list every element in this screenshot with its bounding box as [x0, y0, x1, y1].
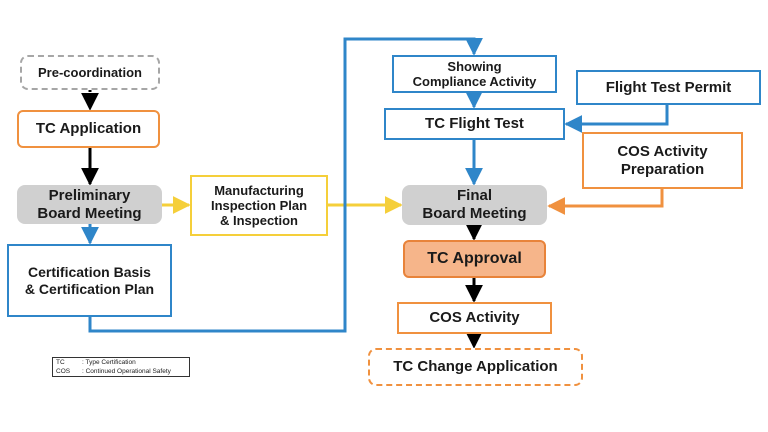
legend-abbr: TC	[56, 359, 65, 366]
arrow-permit-to-flighttest	[564, 105, 669, 133]
preliminary-board-meeting-node: Preliminary Board Meeting	[17, 185, 162, 224]
final-board-meeting-node: Final Board Meeting	[402, 185, 547, 225]
cos-activity-node: COS Activity	[397, 302, 552, 334]
legend-desc: : Type Certification	[82, 359, 136, 366]
manufacturing-inspection-node: Manufacturing Inspection Plan & Inspecti…	[190, 175, 328, 236]
legend-abbr: COS	[56, 367, 71, 375]
flight-test-permit-node: Flight Test Permit	[576, 70, 761, 105]
tc-flight-test-node: TC Flight Test	[384, 108, 565, 140]
arrow-cosprep-to-final	[547, 189, 664, 215]
legend-row-tc: TC : Type Certification	[56, 359, 186, 368]
pre-coordination-node: Pre-coordination	[20, 55, 160, 90]
arrow-certbasis-to-compliance	[88, 37, 483, 333]
tc-application-node: TC Application	[17, 110, 160, 148]
legend-desc: : Continued Operational Safety	[82, 367, 171, 375]
showing-compliance-node: Showing Compliance Activity	[392, 55, 557, 93]
tc-change-application-node: TC Change Application	[368, 348, 583, 386]
cos-activity-preparation-node: COS Activity Preparation	[582, 132, 743, 189]
tc-approval-node: TC Approval	[403, 240, 546, 278]
legend-row-cos: COS : Continued Operational Safety	[56, 368, 186, 377]
certification-basis-plan-node: Certification Basis & Certification Plan	[7, 244, 172, 317]
abbreviation-legend: TC : Type Certification COS : Continued …	[52, 357, 190, 377]
